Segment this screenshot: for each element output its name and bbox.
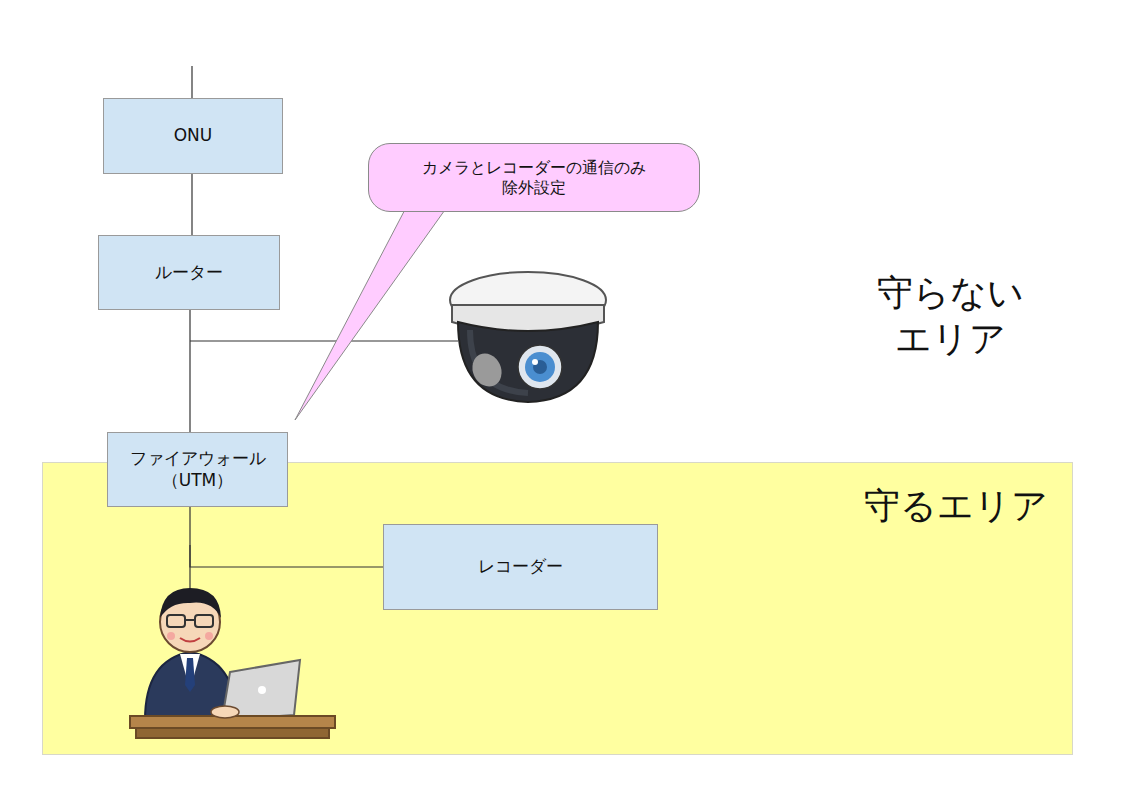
- node-label: ルーター: [155, 262, 223, 283]
- network-link: [189, 310, 190, 432]
- pc-wire: [189, 545, 190, 590]
- node-label: ファイアウォール （UTM）: [122, 448, 274, 491]
- network-device-box: ルーター: [98, 235, 280, 310]
- network-link: [190, 507, 383, 567]
- office-worker: [130, 588, 335, 738]
- network-device-box: レコーダー: [383, 524, 658, 610]
- zone-label: 守らない エリア: [855, 270, 1045, 362]
- network-device-box: ONU: [103, 98, 283, 174]
- zone-title: 守るエリア: [864, 483, 1048, 528]
- dome-camera: [450, 272, 606, 402]
- camera-wire: [190, 340, 458, 341]
- node-label: レコーダー: [478, 556, 563, 577]
- uplink-wire: [191, 66, 192, 98]
- network-link: [191, 174, 192, 235]
- node-label: ONU: [174, 125, 213, 146]
- network-device-box: ファイアウォール （UTM）: [107, 432, 288, 507]
- callout-tail: [295, 200, 452, 420]
- callout-bubble: カメラとレコーダーの通信のみ 除外設定: [368, 143, 700, 212]
- node-label: カメラとレコーダーの通信のみ 除外設定: [414, 158, 654, 198]
